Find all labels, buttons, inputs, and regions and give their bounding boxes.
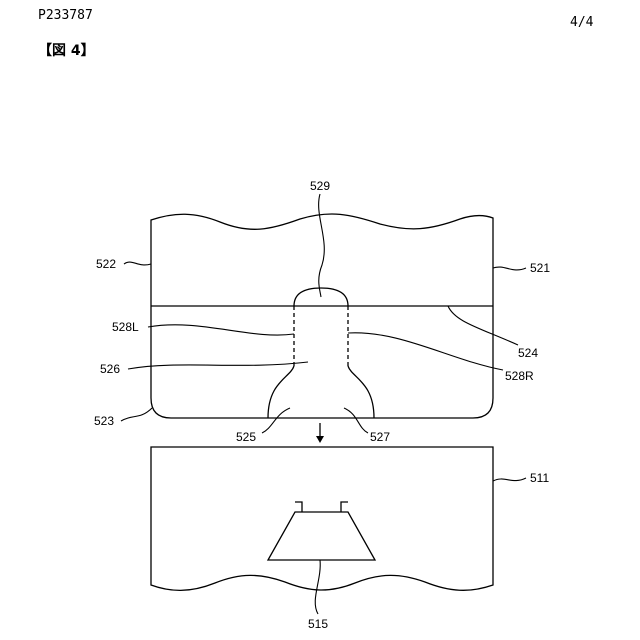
leader-528R <box>348 333 503 370</box>
lower-member-outline <box>151 447 493 590</box>
label-515: 515 <box>308 617 328 631</box>
leader-529 <box>319 194 325 297</box>
label-527: 527 <box>370 430 390 444</box>
label-528L: 528L <box>112 320 139 334</box>
label-525: 525 <box>236 430 256 444</box>
leader-522 <box>124 262 151 265</box>
label-511: 511 <box>530 471 549 485</box>
nozzle-right-curve <box>348 366 374 418</box>
label-528R: 528R <box>505 369 534 383</box>
trapezoid-515 <box>268 502 375 560</box>
leader-528L <box>148 325 294 335</box>
label-523: 523 <box>94 414 114 428</box>
leader-511 <box>493 478 526 481</box>
leader-523 <box>121 408 152 421</box>
label-526: 526 <box>100 362 120 376</box>
leader-521 <box>493 267 526 270</box>
leader-515 <box>315 560 320 614</box>
label-521: 521 <box>530 261 550 275</box>
label-529: 529 <box>310 179 330 193</box>
upper-member-outline <box>151 214 493 418</box>
leader-lines <box>121 194 526 614</box>
nozzle-left-curve <box>268 366 294 418</box>
leader-525 <box>262 408 290 433</box>
leader-527 <box>344 408 368 433</box>
label-522: 522 <box>96 257 116 271</box>
arrow-head <box>316 436 324 443</box>
leader-526 <box>128 362 308 369</box>
label-524: 524 <box>518 346 538 360</box>
leader-524 <box>448 306 518 345</box>
